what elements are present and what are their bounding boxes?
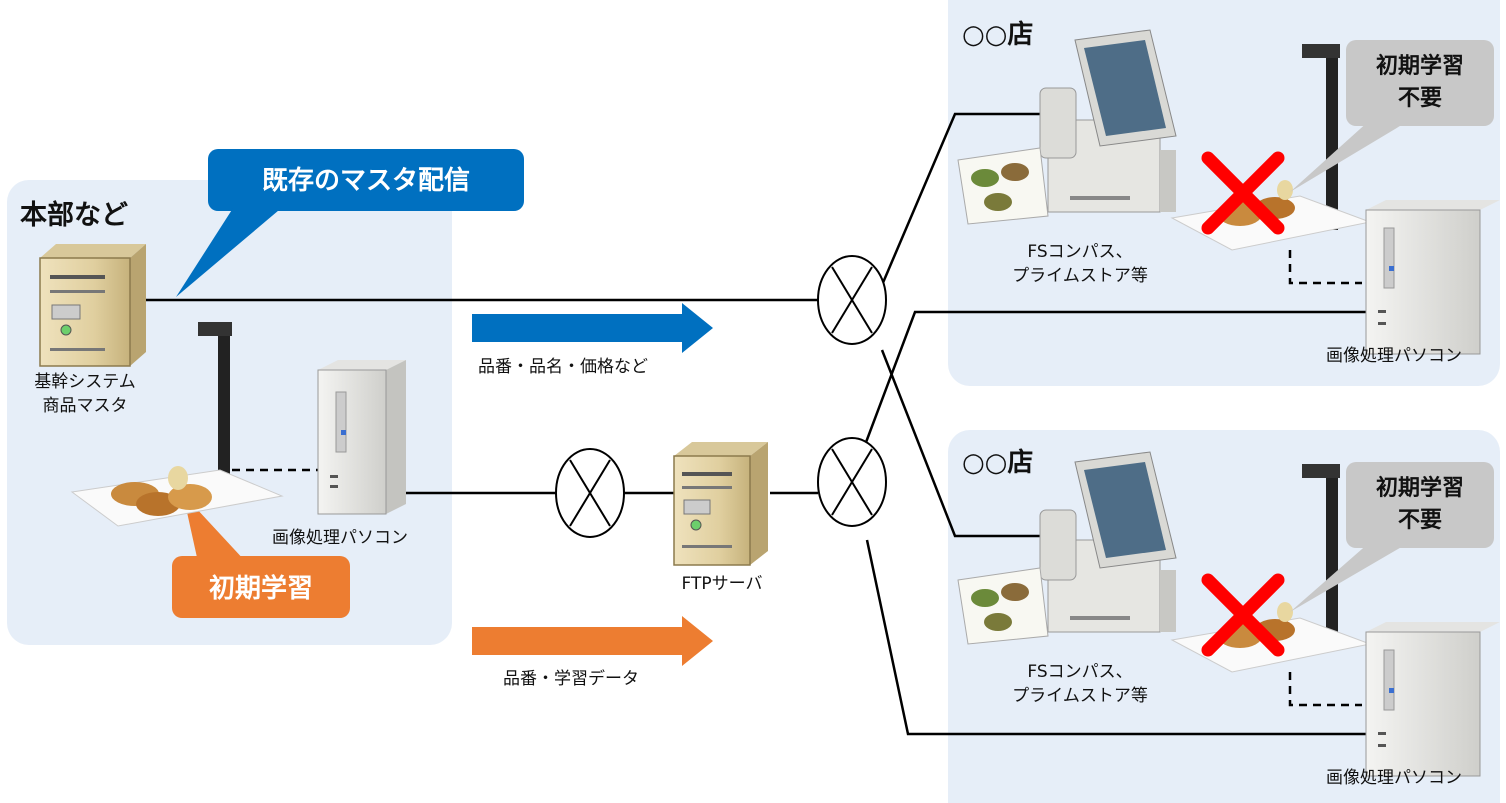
- hq-title: 本部など: [20, 200, 128, 231]
- store-1-pos-label-1: FSコンパス、: [1027, 242, 1133, 262]
- hq-server-label-2: 商品マスタ: [42, 396, 128, 416]
- hq-pc-label: 画像処理パソコン: [272, 528, 408, 548]
- store-2-pos-label-1: FSコンパス、: [1027, 662, 1133, 682]
- store-1-pos-label-2: プライムストア等: [1012, 266, 1148, 286]
- camera-stand-icon: [70, 322, 284, 527]
- server-icon: [39, 244, 146, 367]
- arrow-master: [472, 303, 713, 353]
- image-pc-icon: [1365, 622, 1500, 777]
- network-lines: [146, 112, 1370, 736]
- store-2-pc-label: 画像処理パソコン: [1326, 768, 1462, 788]
- store-1-title: ○○店: [962, 20, 1034, 50]
- menu-card-icon: [957, 567, 1049, 645]
- master-callout-shape: [176, 149, 524, 297]
- menu-card-icon: [957, 147, 1049, 225]
- store-2-title: ○○店: [962, 448, 1034, 478]
- pos-terminal-icon: [1039, 29, 1177, 213]
- master-callout-label: 既存のマスタ配信: [261, 166, 470, 196]
- store-2-no-training-1: 初期学習: [1375, 476, 1464, 501]
- store-1-pc-label: 画像処理パソコン: [1326, 346, 1462, 366]
- training-callout-label: 初期学習: [208, 574, 313, 604]
- hq-server-label-1: 基幹システム: [34, 372, 136, 392]
- store-1-no-training-2: 不要: [1397, 86, 1442, 111]
- no-training-callout-shape: [1290, 462, 1494, 612]
- store-1-no-training-1: 初期学習: [1375, 54, 1464, 79]
- router-icon: [555, 448, 625, 538]
- router-icon: [817, 255, 887, 345]
- red-x-mark-icon: [1201, 151, 1285, 235]
- ftp-server-label: FTPサーバ: [681, 574, 763, 594]
- ftp-server-icon: [673, 442, 768, 566]
- pos-terminal-icon: [1039, 451, 1177, 633]
- store-2-pos-label-2: プライムストア等: [1012, 686, 1148, 706]
- router-icon: [817, 437, 887, 527]
- image-pc-icon: [1365, 200, 1500, 355]
- flow-training-label: 品番・学習データ: [503, 669, 639, 689]
- image-pc-icon: [317, 360, 406, 515]
- arrow-training: [472, 616, 713, 666]
- no-training-callout-shape: [1290, 40, 1494, 192]
- store-2-no-training-2: 不要: [1397, 508, 1442, 533]
- dashed-links: [232, 250, 1362, 707]
- red-x-mark-icon: [1201, 573, 1285, 657]
- flow-master-label: 品番・品名・価格など: [478, 357, 648, 377]
